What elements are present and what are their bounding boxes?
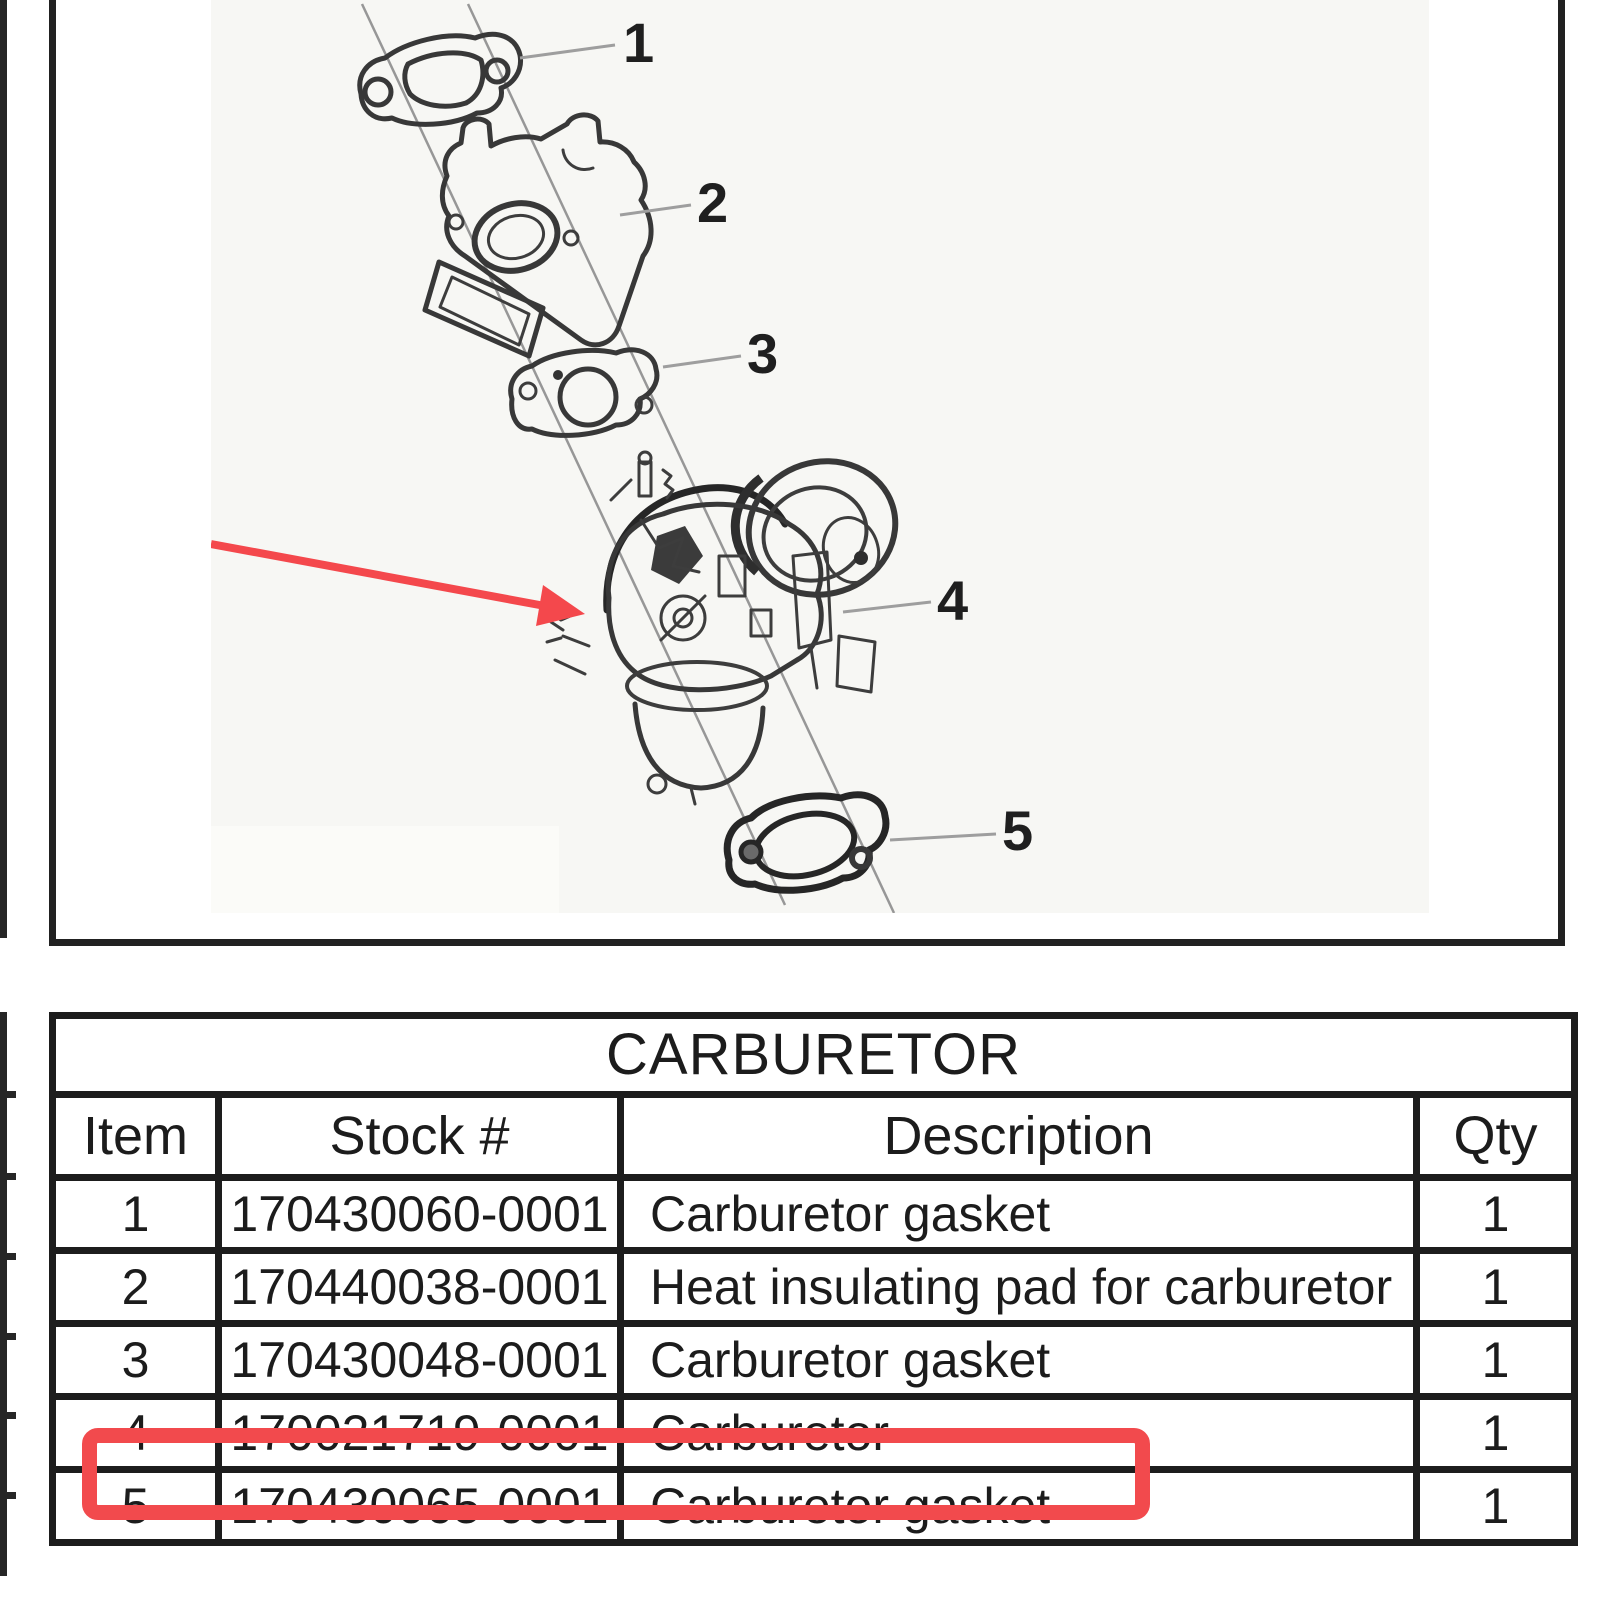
callout-1-label: 1 bbox=[623, 11, 654, 74]
cell-item: 5 bbox=[49, 1466, 222, 1546]
cell-qty: 1 bbox=[1412, 1393, 1579, 1473]
cell-item: 3 bbox=[49, 1320, 222, 1400]
part-4-carburetor bbox=[545, 450, 899, 806]
table-row: 2 170440038-0001 Heat insulating pad for… bbox=[49, 1247, 1579, 1327]
gasket-dot bbox=[553, 370, 563, 380]
cell-stock: 170430060-0001 bbox=[215, 1174, 624, 1254]
left-crop-tick bbox=[0, 1091, 16, 1098]
left-crop-tick bbox=[0, 1412, 16, 1419]
left-crop-line-bottom bbox=[0, 1012, 7, 1576]
cell-qty: 1 bbox=[1412, 1466, 1579, 1546]
part-1-carburetor-gasket bbox=[357, 31, 524, 127]
left-crop-tick bbox=[0, 1333, 16, 1340]
cell-stock: 170021719-0001 bbox=[215, 1393, 624, 1473]
cell-description: Carburetor gasket bbox=[617, 1174, 1420, 1254]
table-title: CARBURETOR bbox=[48, 1012, 1579, 1098]
left-crop-tick bbox=[0, 1492, 16, 1499]
highlight-arrow bbox=[211, 540, 585, 626]
table-row: 1 170430060-0001 Carburetor gasket 1 bbox=[49, 1174, 1579, 1254]
part-3-carburetor-gasket bbox=[508, 347, 660, 438]
table-header-row: Item Stock # Description Qty bbox=[49, 1091, 1579, 1181]
exploded-diagram: 1 2 3 4 5 bbox=[211, 0, 1429, 913]
cell-qty: 1 bbox=[1412, 1320, 1579, 1400]
cell-qty: 1 bbox=[1412, 1174, 1579, 1254]
table-row: 3 170430048-0001 Carburetor gasket 1 bbox=[49, 1320, 1579, 1400]
cell-description: Carburetor gasket bbox=[617, 1320, 1420, 1400]
cell-stock: 170430048-0001 bbox=[215, 1320, 624, 1400]
cell-description: Carburetor bbox=[617, 1393, 1420, 1473]
column-header-qty: Qty bbox=[1412, 1091, 1579, 1181]
left-crop-tick bbox=[0, 1253, 16, 1260]
scan-background bbox=[211, 0, 1429, 913]
cell-item: 1 bbox=[49, 1174, 222, 1254]
callout-leaders bbox=[519, 43, 997, 842]
cell-description: Carburetor gasket bbox=[617, 1466, 1420, 1546]
callout-2-label: 2 bbox=[697, 171, 728, 234]
parts-table: CARBURETOR Item Stock # Description Qty … bbox=[48, 1012, 1579, 1546]
cell-item: 2 bbox=[49, 1247, 222, 1327]
cell-item: 4 bbox=[49, 1393, 222, 1473]
callout-4-label: 4 bbox=[937, 569, 968, 632]
table-row: 5 170430065-0001 Carburetor gasket 1 bbox=[49, 1466, 1579, 1546]
cell-description: Heat insulating pad for carburetor bbox=[617, 1247, 1420, 1327]
column-header-description: Description bbox=[617, 1091, 1420, 1181]
callout-3-label: 3 bbox=[747, 322, 778, 385]
cell-stock: 170430065-0001 bbox=[215, 1466, 624, 1546]
part-2-heat-insulating-pad bbox=[422, 112, 654, 359]
column-header-item: Item bbox=[49, 1091, 222, 1181]
column-header-stock: Stock # bbox=[215, 1091, 624, 1181]
left-crop-tick bbox=[0, 1173, 16, 1180]
left-crop-line-top bbox=[0, 0, 7, 938]
callout-5-label: 5 bbox=[1002, 799, 1033, 862]
scan-light-patch bbox=[211, 826, 559, 913]
cell-qty: 1 bbox=[1412, 1247, 1579, 1327]
table-row-highlighted: 4 170021719-0001 Carburetor 1 bbox=[49, 1393, 1579, 1473]
cell-stock: 170440038-0001 bbox=[215, 1247, 624, 1327]
part-5-carburetor-gasket bbox=[723, 791, 890, 894]
assembly-axis-lines bbox=[360, 3, 896, 913]
